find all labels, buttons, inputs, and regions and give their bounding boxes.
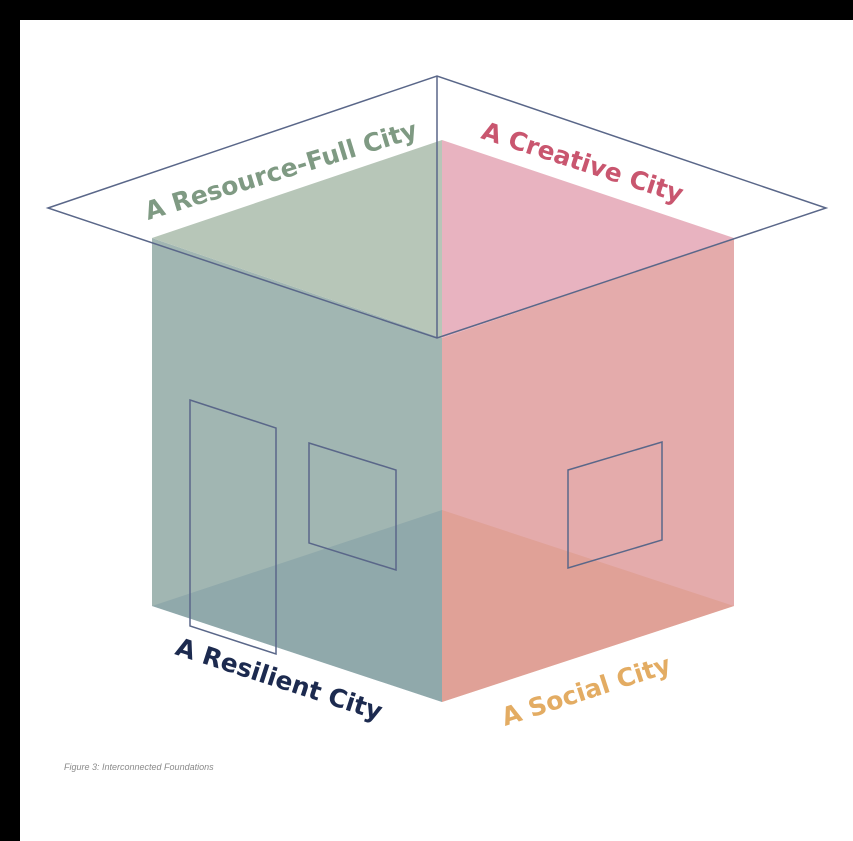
figure-caption: Figure 3: Interconnected Foundations [64,762,214,772]
roof-plane-outline [45,75,829,339]
door-outline [189,398,277,656]
left-wall [152,238,442,702]
top-resource-full-area [152,140,442,338]
right-wall [442,238,734,702]
top-creative-area [442,140,734,338]
left-window-outline [308,441,397,572]
right-window-outline [567,440,663,570]
